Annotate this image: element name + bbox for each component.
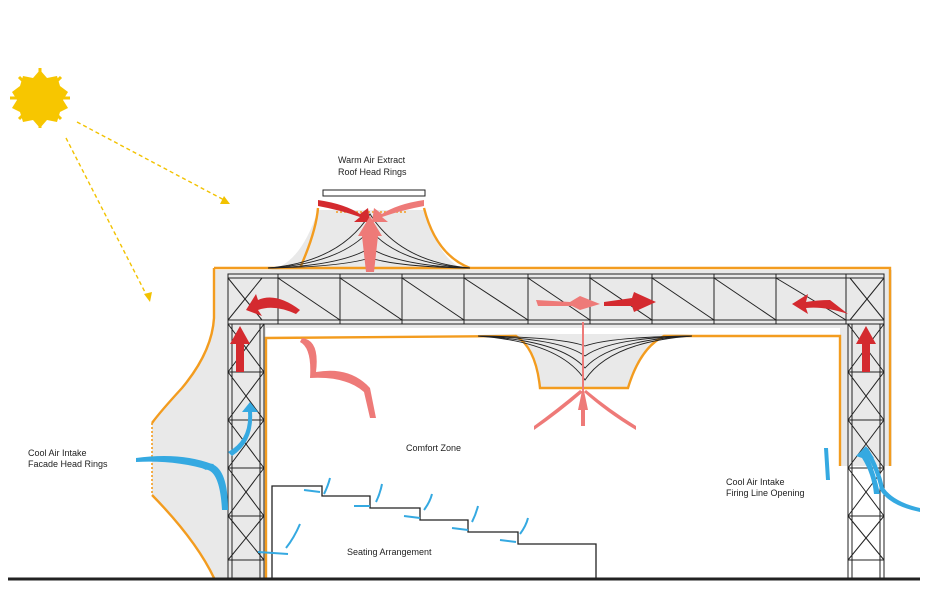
firing-line-label-line2: Firing Line Opening (726, 488, 805, 498)
facade-intake-label-line1: Cool Air Intake (28, 448, 87, 458)
seating-label: Seating Arrangement (347, 547, 432, 557)
roof-extract-label-line2: Roof Head Rings (338, 167, 407, 177)
cool-air-arrows (136, 402, 920, 512)
roof-truss (227, 273, 885, 325)
sun-ray-lines (65, 121, 227, 299)
firing-line-label-line1: Cool Air Intake (726, 477, 785, 487)
sun-ray-arrowhead-2 (144, 292, 152, 302)
warm-air-light-arrows (300, 322, 636, 430)
facade-intake-label-line2: Facade Head Rings (28, 459, 108, 469)
seating-steps (271, 485, 597, 578)
comfort-zone-label: Comfort Zone (406, 443, 461, 453)
roof-head-ring-box (322, 189, 426, 197)
cool-air-ticks (257, 477, 529, 555)
sun-icon (10, 68, 70, 128)
sun-ray-arrowhead-1 (220, 196, 230, 204)
membrane-fills (152, 210, 892, 578)
roof-extract-label-line1: Warm Air Extract (338, 155, 406, 165)
warm-air-arrows (230, 200, 876, 372)
